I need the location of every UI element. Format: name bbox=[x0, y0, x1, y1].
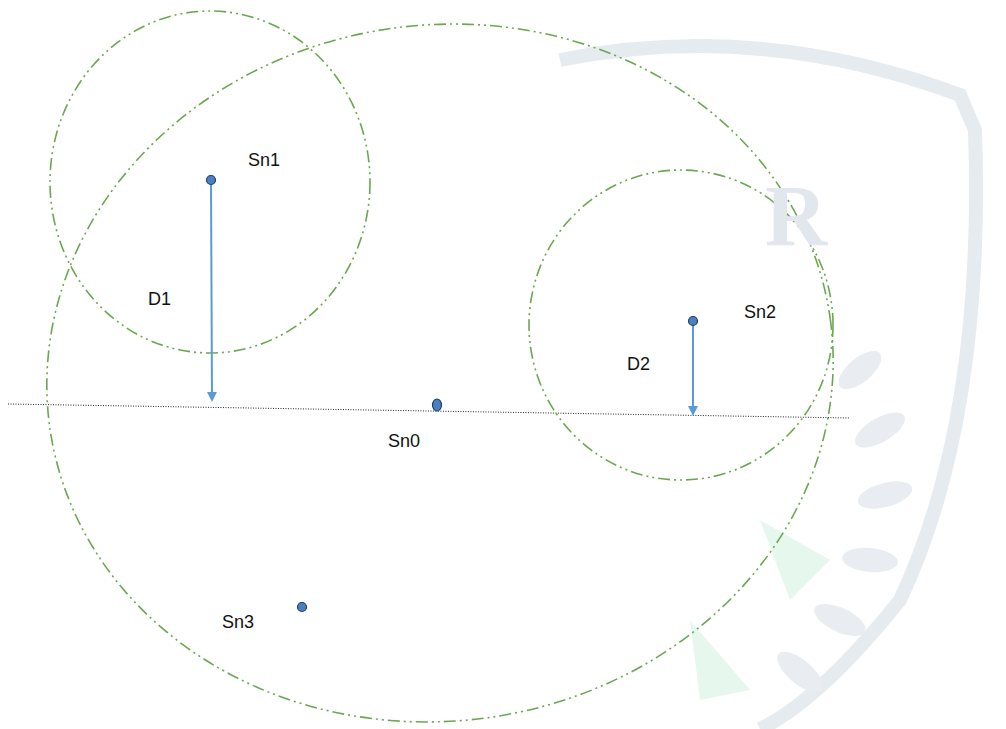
watermark-accent bbox=[760, 520, 830, 600]
watermark-shield bbox=[560, 46, 976, 729]
sensor-label: Sn3 bbox=[222, 612, 254, 634]
sensor-dot bbox=[433, 399, 442, 411]
reference-line bbox=[8, 404, 850, 418]
watermark-accent bbox=[690, 620, 750, 700]
watermark-letter: R bbox=[765, 165, 827, 268]
distance-label: D2 bbox=[627, 354, 650, 376]
distance-arrow bbox=[692, 322, 694, 414]
distance-arrow bbox=[211, 181, 212, 400]
range-circle bbox=[1, 0, 878, 729]
sensor-label: Sn1 bbox=[248, 150, 280, 172]
distance-label: D1 bbox=[148, 289, 171, 311]
range-circle bbox=[50, 11, 370, 353]
watermark-laurel bbox=[771, 344, 915, 699]
sensor-dot bbox=[207, 176, 216, 185]
sensor-dot bbox=[689, 317, 698, 326]
sensor-dot bbox=[298, 603, 307, 612]
sensor-label: Sn2 bbox=[744, 302, 776, 324]
sensor-label: Sn0 bbox=[388, 431, 420, 453]
